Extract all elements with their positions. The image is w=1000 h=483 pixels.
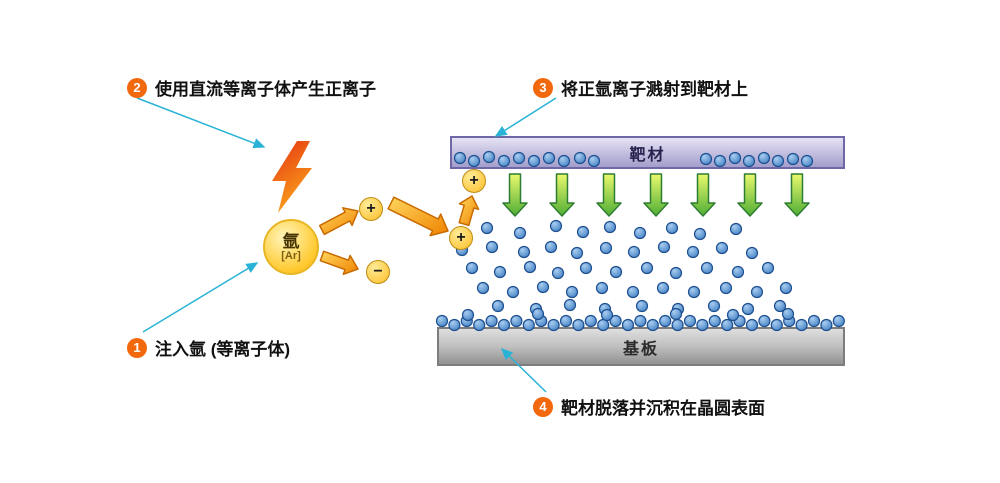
connector-step2-to-bolt bbox=[136, 97, 266, 149]
step-2-number-badge: 2 bbox=[127, 77, 147, 98]
target-label: 靶材 bbox=[629, 146, 666, 164]
substrate-label: 基板 bbox=[622, 340, 659, 358]
step-1-text: 注入氩 (等离子体) bbox=[155, 340, 291, 359]
target-bar: 靶材 bbox=[450, 136, 845, 169]
step-label-3: 3 将正氩离子溅射到靶材上 bbox=[533, 75, 748, 100]
step-4-number-badge: 4 bbox=[533, 396, 553, 417]
step-3-number-badge: 3 bbox=[533, 77, 553, 98]
connector-step1-to-argon bbox=[142, 262, 259, 333]
argon-formula: [Ar] bbox=[281, 250, 301, 263]
argon-atom: 氩 [Ar] bbox=[263, 219, 319, 275]
step-2-text: 使用直流等离子体产生正离子 bbox=[155, 80, 376, 99]
connector-step3-to-target bbox=[494, 97, 557, 137]
negative-ion: − bbox=[366, 260, 390, 284]
step-4-text: 靶材脱落并沉积在晶圆表面 bbox=[561, 399, 765, 418]
positive-ion-2: + bbox=[449, 226, 473, 250]
step-label-2: 2 使用直流等离子体产生正离子 bbox=[127, 75, 376, 100]
step-3-text: 将正氩离子溅射到靶材上 bbox=[561, 80, 748, 99]
sputter-arrows bbox=[502, 173, 810, 217]
argon-symbol: 氩 bbox=[282, 231, 300, 251]
step-label-4: 4 靶材脱落并沉积在晶圆表面 bbox=[533, 394, 765, 419]
atom-dots bbox=[435, 150, 845, 332]
positive-ion-1: + bbox=[359, 197, 383, 221]
substrate-bar: 基板 bbox=[437, 327, 845, 366]
lightning-bolt-icon bbox=[272, 141, 312, 213]
positive-ion-3: + bbox=[462, 169, 486, 193]
step-1-number-badge: 1 bbox=[127, 337, 147, 358]
step-label-1: 1 注入氩 (等离子体) bbox=[127, 335, 290, 360]
